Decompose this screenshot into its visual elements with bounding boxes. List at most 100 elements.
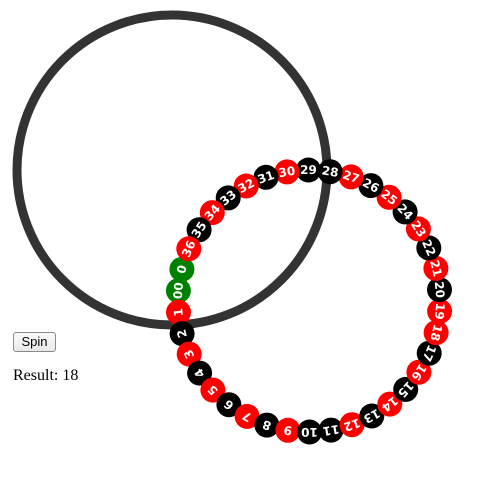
- pocket-number: 31: [256, 168, 276, 187]
- pocket-disc: [359, 403, 385, 429]
- pocket-30: 30: [274, 159, 300, 185]
- pocket-31: 31: [253, 164, 279, 190]
- pocket-29: 29: [296, 157, 321, 183]
- pocket-disc: [416, 340, 442, 366]
- pocket-disc: [317, 159, 343, 185]
- pocket-36: 36: [176, 236, 202, 262]
- pocket-3: 3: [176, 341, 202, 367]
- pocket-0: 0: [169, 256, 195, 282]
- pocket-disc: [216, 392, 242, 418]
- pocket-disc: [275, 417, 301, 443]
- pocket-number: 11: [322, 422, 341, 439]
- pocket-4: 4: [187, 360, 213, 386]
- pocket-disc: [233, 173, 259, 199]
- pocket-number: 10: [301, 425, 318, 439]
- pocket-33: 33: [215, 185, 241, 211]
- pocket-disc: [199, 200, 225, 226]
- pocket-disc: [253, 164, 279, 190]
- pocket-disc: [392, 199, 418, 225]
- pocket-25: 25: [376, 184, 402, 210]
- pocket-disc: [416, 235, 442, 261]
- result-display: Result: 18: [13, 367, 78, 385]
- pocket-disc: [274, 159, 300, 185]
- pocket-number: 26: [360, 175, 381, 195]
- pocket-number: 36: [179, 238, 198, 259]
- pocket-disc: [427, 277, 452, 303]
- pocket-14: 14: [377, 391, 403, 417]
- pocket-34: 34: [199, 200, 225, 226]
- pocket-disc: [406, 359, 432, 385]
- pocket-24: 24: [392, 199, 418, 225]
- pocket-disc: [165, 278, 191, 304]
- pocket-number: 19: [432, 302, 447, 320]
- pocket-15: 15: [393, 376, 419, 402]
- pocket-number: 2: [174, 328, 190, 340]
- pocket-disc: [377, 391, 403, 417]
- pocket-26: 26: [358, 173, 384, 199]
- pocket-11: 11: [318, 417, 344, 443]
- pocket-disc: [423, 255, 449, 281]
- pocket-disc: [200, 377, 226, 403]
- pocket-number: 0: [174, 264, 190, 275]
- pocket-35: 35: [186, 217, 212, 243]
- pocket-disc: [169, 256, 195, 282]
- pocket-disc: [169, 321, 195, 347]
- pocket-number: 20: [432, 281, 447, 299]
- pocket-number: 12: [342, 415, 362, 434]
- pocket-disc: [339, 412, 365, 438]
- pocket-disc: [405, 216, 431, 242]
- pocket-disc: [338, 164, 364, 190]
- pocket-disc: [393, 376, 419, 402]
- pocket-2: 2: [169, 321, 195, 347]
- pocket-18: 18: [423, 320, 449, 346]
- pocket-disc: [176, 236, 202, 262]
- pocket-22: 22: [416, 235, 442, 261]
- pocket-number: 22: [419, 237, 439, 258]
- pocket-5: 5: [200, 377, 226, 403]
- pocket-number: 1: [171, 308, 186, 318]
- pocket-disc: [215, 185, 241, 211]
- pocket-7: 7: [234, 403, 260, 429]
- pocket-disc: [423, 320, 449, 346]
- pocket-28: 28: [317, 159, 343, 185]
- pocket-number: 21: [427, 259, 445, 279]
- pocket-disc: [358, 173, 384, 199]
- pocket-10: 10: [297, 419, 322, 445]
- pocket-9: 9: [275, 417, 301, 443]
- pocket-disc: [318, 417, 344, 443]
- pocket-number: 00: [171, 282, 186, 300]
- pocket-disc: [254, 412, 280, 438]
- pocket-disc: [234, 403, 260, 429]
- spin-button[interactable]: Spin: [13, 332, 56, 352]
- pocket-23: 23: [405, 216, 431, 242]
- pocket-8: 8: [254, 412, 280, 438]
- result-label: Result:: [13, 367, 59, 384]
- pocket-disc: [166, 299, 191, 325]
- pocket-00: 00: [165, 278, 191, 304]
- pocket-17: 17: [416, 340, 442, 366]
- pocket-number: 30: [278, 164, 297, 181]
- pocket-disc: [187, 360, 213, 386]
- pocket-12: 12: [339, 412, 365, 438]
- pocket-number: 17: [419, 343, 438, 364]
- pocket-1: 1: [166, 299, 191, 325]
- pocket-19: 19: [427, 298, 453, 324]
- pocket-number: 28: [321, 163, 340, 180]
- pocket-13: 13: [359, 403, 385, 429]
- pocket-disc: [296, 157, 321, 183]
- pocket-16: 16: [406, 359, 432, 385]
- pocket-32: 32: [233, 173, 259, 199]
- pocket-disc: [376, 184, 402, 210]
- pocket-21: 21: [423, 255, 449, 281]
- result-value: 18: [62, 367, 79, 384]
- pocket-disc: [186, 217, 212, 243]
- pocket-number: 27: [341, 168, 361, 187]
- pocket-6: 6: [216, 392, 242, 418]
- pocket-number: 9: [283, 423, 294, 438]
- pocket-number: 29: [300, 163, 317, 177]
- pocket-disc: [427, 298, 453, 324]
- pocket-number: 18: [427, 323, 445, 343]
- pocket-27: 27: [338, 164, 364, 190]
